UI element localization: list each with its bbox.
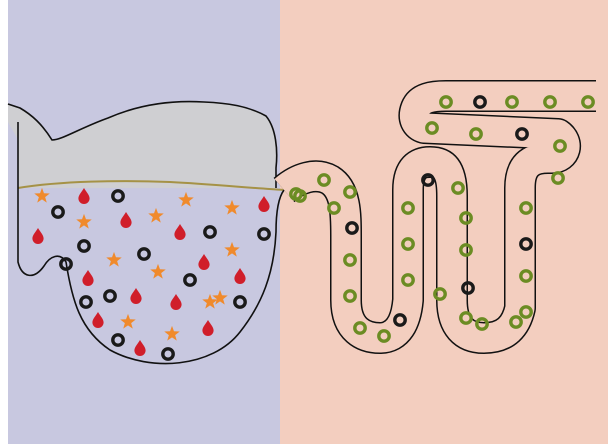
absorption-diagram	[0, 0, 608, 444]
diagram-canvas	[0, 0, 608, 444]
